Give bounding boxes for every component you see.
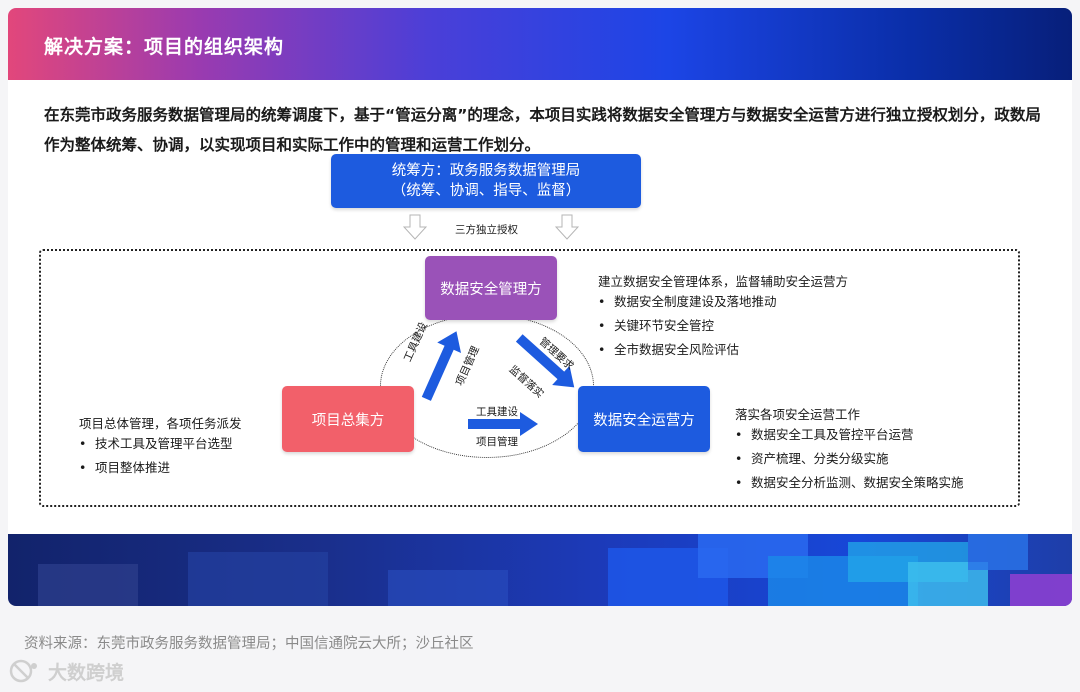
logo-text: 大数跨境 <box>48 661 125 684</box>
list-item: 项目整体推进 <box>79 456 233 480</box>
down-arrow-icon <box>403 214 427 240</box>
list-item: 技术工具及管理平台选型 <box>79 432 233 456</box>
decor-tile <box>968 534 1028 570</box>
page-title: 解决方案：项目的组织架构 <box>44 36 285 58</box>
source-note: 资料来源：东莞市政务服务数据管理局；中国信通院云大所；沙丘社区 <box>24 636 474 652</box>
relation-label: 工具建设 <box>476 406 518 418</box>
decor-tile <box>38 564 138 606</box>
decorative-footer-band <box>8 534 1072 606</box>
decor-tile <box>188 552 328 606</box>
list-item: 数据安全分析监测、数据安全策略实施 <box>735 471 964 495</box>
ops-desc-title: 落实各项安全运营工作 <box>735 407 861 422</box>
node-data-security-operations: 数据安全运营方 <box>578 386 710 452</box>
coordinator-box: 统筹方：政务服务数据管理局 （统筹、协调、指导、监督） <box>331 154 641 208</box>
intro-paragraph: 在东莞市政务服务数据管理局的统筹调度下，基于“管运分离”的理念，本项目实践将数据… <box>44 106 1041 154</box>
decor-tile <box>1010 574 1072 606</box>
dashuo-logo-icon <box>9 659 37 683</box>
ops-desc-list: 数据安全工具及管控平台运营 资产梳理、分类分级实施 数据安全分析监测、数据安全策… <box>735 423 964 495</box>
arrow-mgmt-to-ops <box>515 334 575 388</box>
coordinator-title: 统筹方：政务服务数据管理局 <box>391 163 581 179</box>
list-item: 资产梳理、分类分级实施 <box>735 447 964 471</box>
watermark-logo: 大数跨境 <box>8 656 124 686</box>
list-item: 数据安全制度建设及落地推动 <box>598 290 777 314</box>
list-item: 数据安全工具及管控平台运营 <box>735 423 964 447</box>
slide-card: 解决方案：项目的组织架构 在东莞市政务服务数据管理局的统筹调度下，基于“管运分离… <box>8 8 1072 606</box>
mgmt-desc-title: 建立数据安全管理体系，监督辅助安全运营方 <box>598 274 849 289</box>
header-banner: 解决方案：项目的组织架构 <box>8 8 1072 80</box>
arrow-integrator-to-ops <box>468 412 538 436</box>
integrator-desc-title: 项目总体管理，各项任务派发 <box>79 416 242 431</box>
list-item: 关键环节安全管控 <box>598 314 777 338</box>
decor-tile <box>388 570 508 606</box>
authorization-label: 三方独立授权 <box>455 224 518 236</box>
mgmt-desc-list: 数据安全制度建设及落地推动 关键环节安全管控 全市数据安全风险评估 <box>598 290 777 362</box>
node-project-integrator: 项目总集方 <box>282 386 414 452</box>
arrow-integrator-to-mgmt <box>421 331 462 401</box>
relation-label: 项目管理 <box>476 436 518 448</box>
list-item: 全市数据安全风险评估 <box>598 338 777 362</box>
integrator-desc-list: 技术工具及管理平台选型 项目整体推进 <box>79 432 233 480</box>
org-structure-frame <box>39 249 1020 507</box>
coordinator-subtitle: （统筹、协调、指导、监督） <box>391 183 581 199</box>
node-data-security-management: 数据安全管理方 <box>425 256 557 320</box>
down-arrow-icon <box>555 214 579 240</box>
